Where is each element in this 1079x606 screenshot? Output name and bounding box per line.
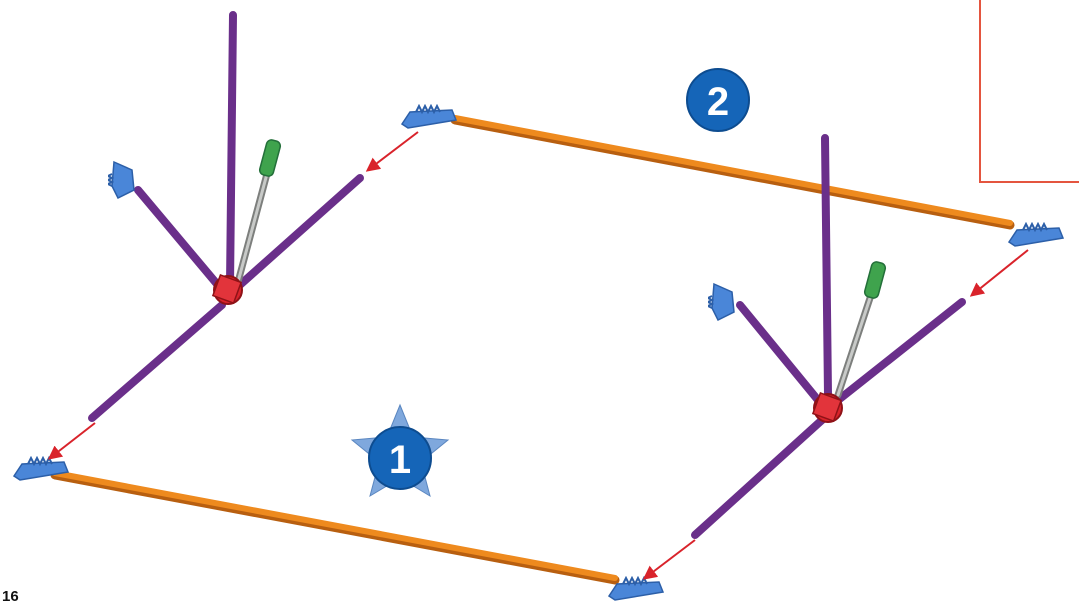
green-rod-cap-icon	[863, 261, 887, 299]
left-frame-assembly	[88, 11, 364, 422]
blue-gear-icon	[108, 161, 135, 199]
insertion-arrow-icon	[47, 422, 96, 460]
purple-rod-upper-right	[228, 174, 364, 296]
orange-rod-bottom	[50, 470, 620, 585]
blue-connector-icon	[1008, 223, 1064, 247]
purple-rod-upper-left	[736, 301, 826, 409]
green-rod-cap-icon	[258, 139, 282, 177]
blue-gear-icon	[708, 283, 735, 321]
step-1-number: 1	[389, 438, 411, 482]
red-connector-icon	[211, 273, 243, 305]
orange-rod-top	[450, 115, 1015, 230]
step-1-badge: 1	[350, 403, 450, 498]
insertion-arrow-icon	[365, 131, 419, 172]
purple-rod-upper-left	[134, 186, 226, 294]
purple-rod-vertical	[226, 11, 237, 289]
step-2-number: 2	[707, 80, 729, 124]
insertion-arrow-icon	[642, 539, 696, 580]
callout-box	[979, 0, 1079, 183]
purple-rod-lower-left	[88, 301, 226, 422]
blue-connector-icon	[401, 105, 457, 129]
page-number: 16	[2, 588, 19, 605]
purple-rod-lower-left	[691, 416, 826, 539]
insertion-arrow-icon	[969, 249, 1029, 297]
right-frame-assembly	[691, 134, 966, 539]
purple-rod-vertical	[821, 134, 832, 399]
red-connector-icon	[811, 391, 843, 423]
purple-rod-upper-right	[828, 298, 966, 409]
step-2-badge: 2	[686, 68, 750, 132]
